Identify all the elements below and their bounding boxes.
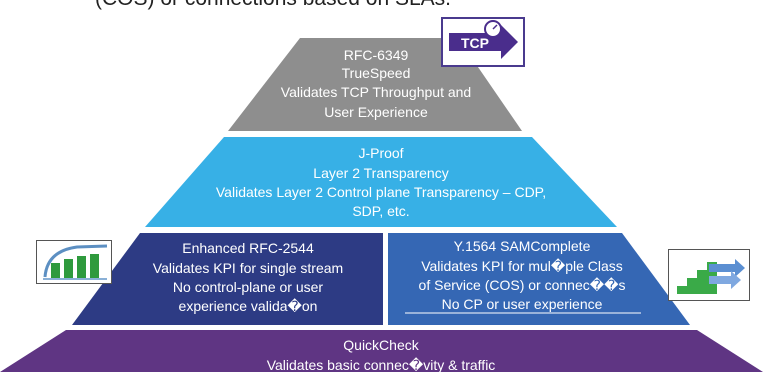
bars-chart-icon (36, 240, 112, 284)
tier-base-shape (0, 330, 763, 372)
tier-three-left-line-3: No control-plane or user (172, 279, 324, 295)
tier-two-line-4: SDP, etc. (352, 203, 410, 219)
tcp-badge-label: TCP (461, 35, 489, 51)
tier-base-line-1: QuickCheck (343, 337, 419, 353)
header-cut-text: (COS) or connections based on SLAs. (95, 0, 451, 9)
tier-three-right-line-1: Y.1564 SAMComplete (453, 238, 591, 254)
tier-top-line-3: Validates TCP Throughput and (280, 84, 472, 100)
tier-top-line-4: User Experience (324, 104, 428, 120)
tier-top-line-2: TrueSpeed (341, 65, 411, 81)
tcp-badge: TCP (441, 17, 525, 67)
stairs-arrows-icon (668, 249, 750, 301)
tier-two-line-3: Validates Layer 2 Control plane Transpar… (215, 184, 547, 200)
tier-three-right-line-2: Validates KPI for mul�ple Class (421, 258, 623, 274)
tier-top-line-1: RFC-6349 (343, 47, 409, 63)
tier-base-line-2: Validates basic connec�vity & traffic (266, 357, 496, 373)
tier-two-line-2: Layer 2 Transparency (313, 165, 449, 181)
tier-three-left-line-1: Enhanced RFC-2544 (182, 240, 314, 256)
tier-two-shape (145, 137, 617, 227)
tier-three-right-line-3: of Service (COS) or connec��s (418, 277, 626, 293)
tcp-arrow-icon: TCP (449, 20, 518, 59)
tier-two-line-1: J-Proof (358, 145, 404, 161)
tier-three-left-line-2: Validates KPI for single stream (152, 260, 344, 276)
tier-three-right-shape (388, 233, 690, 325)
tier-three-right-line-4: No CP or user experience (441, 296, 603, 312)
tier-three-left-line-4: experience valida�on (178, 298, 318, 314)
tier-three-left-shape (72, 233, 383, 325)
